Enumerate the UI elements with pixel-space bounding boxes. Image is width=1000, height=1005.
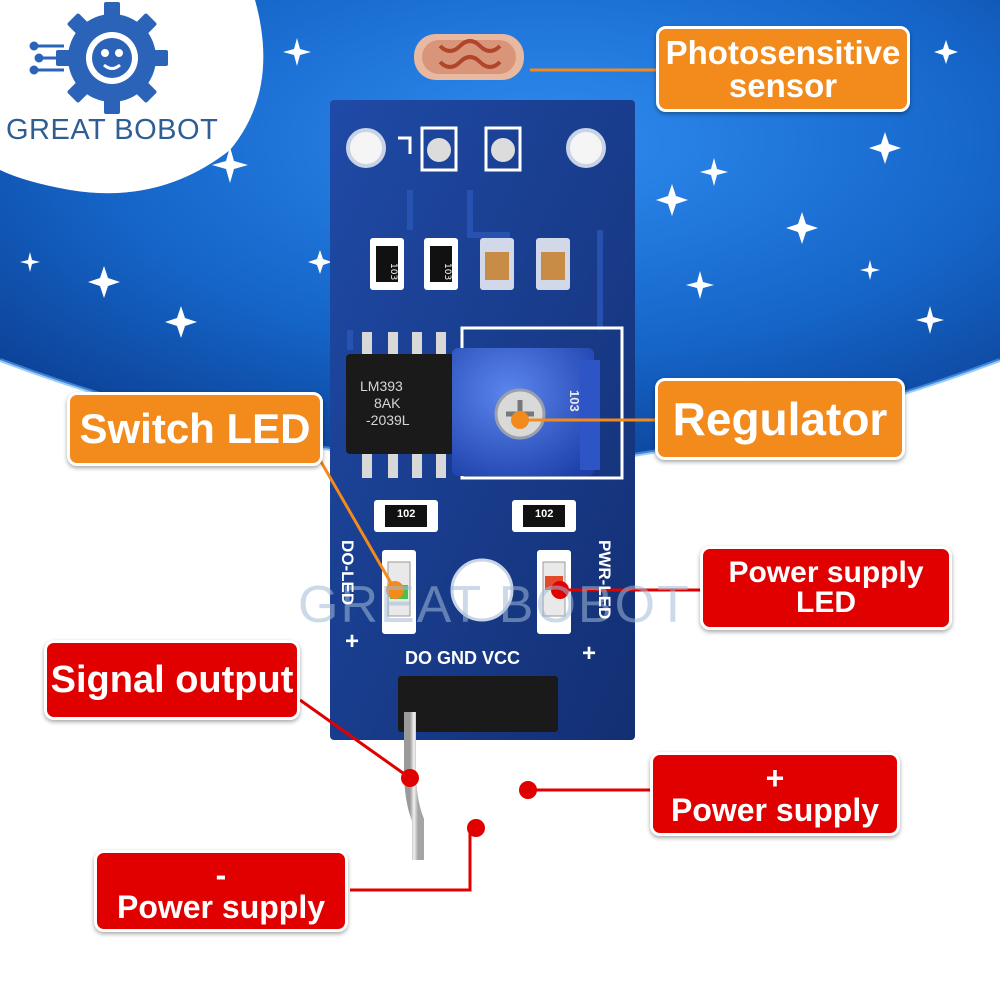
regulator-label: Regulator [655,378,905,460]
smd-leds [370,238,458,290]
pot-code: 103 [567,390,582,412]
lm393-chip [346,332,456,478]
do-led-silkscreen: DO-LED [338,540,357,606]
gear-logo-icon [29,2,168,114]
pin-header-silkscreen: DO GND VCC [405,648,521,668]
resistors [374,500,576,532]
ic-line-3: -2039L [366,412,410,428]
power-supply-plus-label: + Power supply [650,752,900,836]
plus-sign: + [765,760,785,796]
minus-sign: - [215,857,227,893]
switch-led-label: Switch LED [67,392,323,466]
svg-text:103: 103 [442,263,452,280]
ic-line-2: 8AK [374,395,401,411]
photosensitive-line-2: sensor [728,67,838,104]
ic-line-1: LM393 [360,378,403,394]
svg-text:103: 103 [388,263,398,280]
brand-name: GREAT BOBOT [6,114,219,146]
photosensitive-sensor-label: Photosensitive sensor [656,26,910,112]
power-plus-text: Power supply [670,792,880,828]
power-led-line-1: Power supply [728,556,924,589]
signal-output-label: Signal output [44,640,300,720]
power-supply-minus-label: - Power supply [94,850,348,932]
do-led-plus: + [345,628,360,655]
resistor-code-2: 102 [535,508,554,520]
pwr-led-silkscreen: PWR-LED [595,540,614,620]
power-minus-text: Power supply [116,889,326,925]
watermark-text: GREAT BOBOT [298,576,691,634]
photosensitive-line-1: Photosensitive [665,34,901,71]
power-led-line-2: LED [796,586,856,619]
power-supply-led-label: Power supply LED [700,546,952,630]
ic-marking: LM393 8AK -2039L [360,378,410,429]
smd-capacitors [480,238,570,290]
callout-lines [299,588,710,892]
pwr-led-plus: + [582,640,597,667]
resistor-code-1: 102 [397,508,416,520]
